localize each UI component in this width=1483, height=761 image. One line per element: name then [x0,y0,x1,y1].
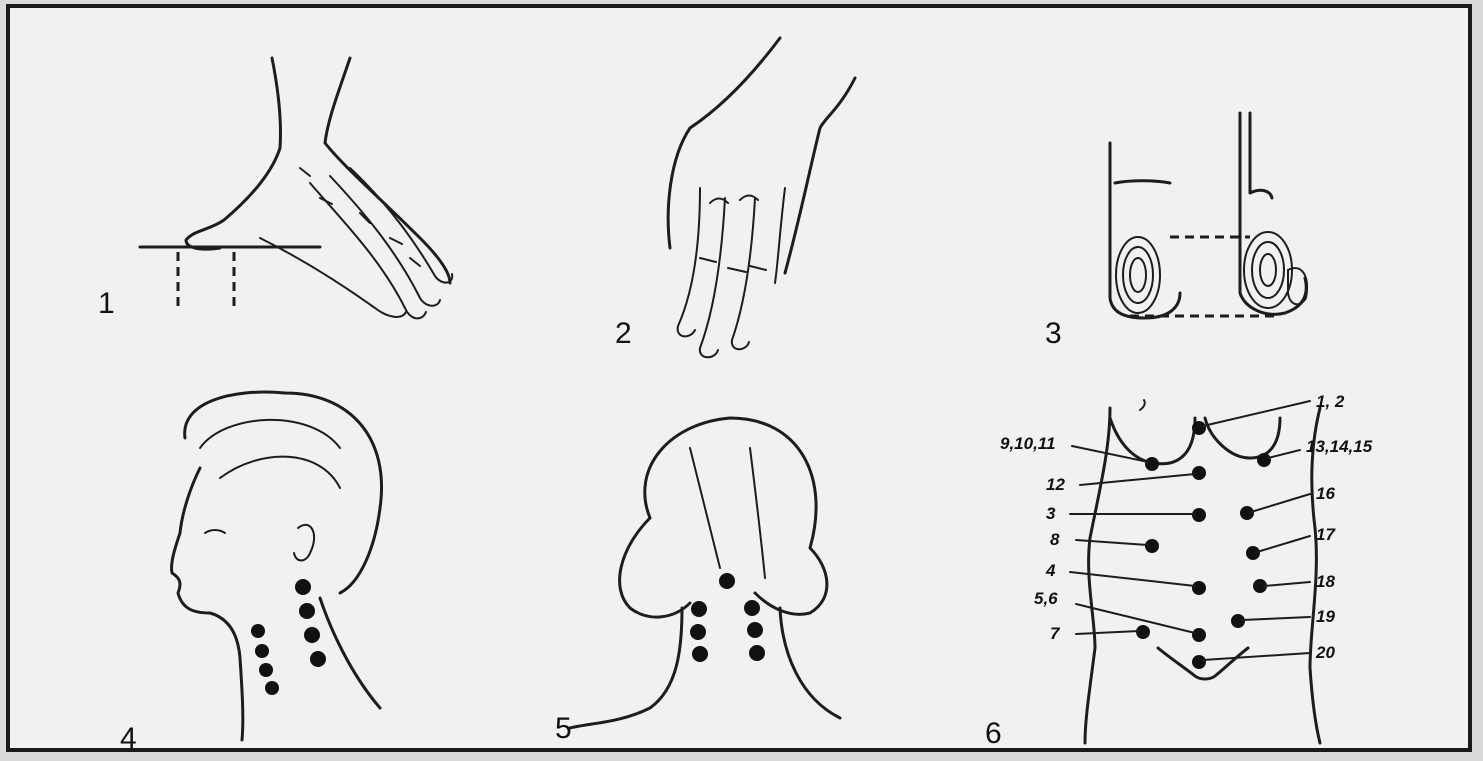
illustration-canvas: 1 2 3 [10,8,1476,756]
panel-2-hand-relaxed [668,38,855,357]
panel-number-2: 2 [615,317,632,350]
panel-6-torso-outline [1085,400,1320,743]
panel-6-leader-lines [1070,401,1310,660]
label-points-5-6: 5,6 [1034,589,1058,608]
label-point-4: 4 [1045,561,1056,580]
label-points-13-14-15: 13,14,15 [1306,437,1373,456]
panel-number-4: 4 [120,722,137,755]
panel-number-5: 5 [555,712,572,745]
label-points-1-2: 1, 2 [1316,392,1345,411]
panel-number-6: 6 [985,717,1002,750]
label-point-7: 7 [1050,624,1061,643]
panel-4-lymph-nodes [251,579,326,695]
label-point-8: 8 [1050,530,1060,549]
label-point-20: 20 [1315,643,1335,662]
panel-5-lymph-nodes [690,573,765,662]
panel-6-point-labels: 1, 2 9,10,11 13,14,15 12 16 3 8 17 4 18 … [1000,392,1373,662]
label-point-12: 12 [1046,475,1065,494]
panel-1-hand-flat [140,58,452,318]
panel-number-3: 3 [1045,317,1062,350]
panel-5-head-back [570,418,840,728]
label-point-19: 19 [1316,607,1335,626]
panel-3-fingertips [1110,113,1307,318]
label-point-17: 17 [1316,525,1336,544]
panel-number-1: 1 [98,287,115,320]
label-points-9-10-11: 9,10,11 [1000,434,1055,453]
label-point-3: 3 [1046,504,1056,523]
figure-frame: 1 2 3 [6,4,1472,752]
label-point-16: 16 [1316,484,1335,503]
label-point-18: 18 [1316,572,1335,591]
